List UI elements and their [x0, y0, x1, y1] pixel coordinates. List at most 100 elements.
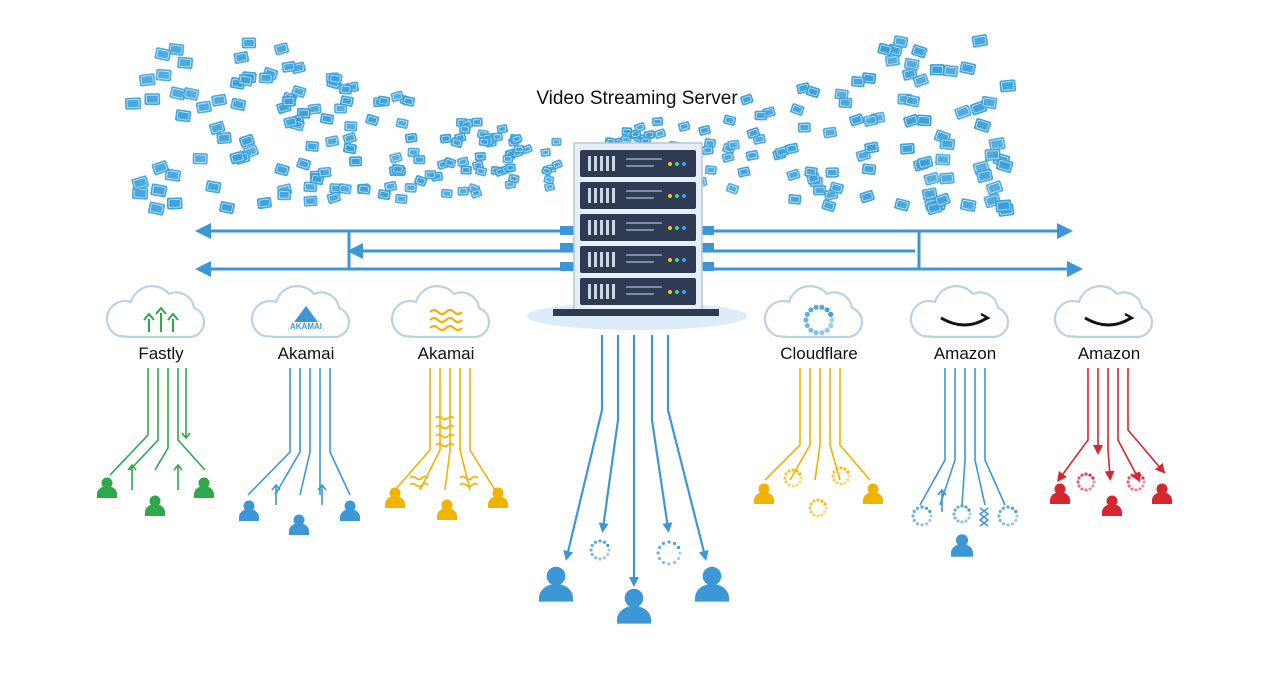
provider-akamai-3: Akamai — [390, 285, 491, 363]
packet — [551, 137, 562, 146]
packet — [988, 137, 1006, 151]
server-unit — [580, 182, 696, 209]
packet — [721, 151, 735, 163]
loading-spinner-icon — [952, 504, 972, 524]
packet — [678, 121, 691, 132]
cloud-icon — [105, 285, 206, 339]
packet — [326, 191, 342, 204]
packet — [804, 166, 818, 178]
packet — [620, 135, 632, 145]
user-icon — [437, 499, 457, 520]
video-streaming-server — [527, 142, 747, 330]
packet — [633, 122, 646, 133]
packet — [916, 155, 934, 170]
packet — [911, 44, 928, 59]
user-icon — [1050, 483, 1070, 504]
user-icon — [1102, 495, 1122, 516]
packet — [973, 118, 992, 133]
packet — [825, 167, 839, 178]
packet — [654, 128, 667, 139]
provider-label: Amazon — [1078, 344, 1140, 363]
packet — [929, 64, 945, 76]
packet — [475, 165, 488, 177]
loading-spinner-icon — [911, 505, 933, 527]
packet — [754, 110, 768, 121]
packet — [975, 168, 994, 184]
packet — [151, 160, 170, 176]
packet — [984, 148, 1001, 162]
packet — [259, 72, 274, 84]
packet — [934, 192, 951, 208]
packet — [544, 182, 555, 192]
packet — [325, 135, 340, 148]
packet — [698, 125, 711, 136]
server-unit — [580, 214, 696, 241]
packet — [377, 189, 391, 201]
packet — [147, 201, 166, 216]
packet — [291, 84, 307, 99]
packet — [995, 158, 1014, 174]
fastly-distribution — [97, 368, 214, 516]
packet — [942, 64, 959, 78]
packet — [144, 93, 161, 106]
packet — [722, 114, 737, 126]
packet — [303, 195, 318, 207]
server-unit — [580, 246, 696, 273]
packet — [402, 95, 416, 107]
packet — [150, 183, 168, 198]
user-icon — [695, 566, 729, 602]
packet — [551, 159, 563, 170]
akamai-distribution-1 — [239, 368, 360, 535]
loading-spinner-icon — [589, 539, 611, 561]
packet — [999, 79, 1017, 93]
packet — [457, 186, 469, 196]
packet — [746, 127, 761, 139]
packet — [850, 76, 866, 88]
packet — [470, 187, 483, 199]
akamai-logo-icon: AKAMAI — [288, 306, 324, 331]
provider-label: Cloudflare — [780, 344, 858, 363]
packet — [704, 165, 717, 175]
packet — [812, 185, 827, 196]
provider-label: Amazon — [934, 344, 996, 363]
direct-distribution — [539, 335, 729, 624]
packet — [904, 94, 921, 108]
loading-spinner-icon — [1076, 472, 1096, 492]
diagram-title: Video Streaming Server — [536, 88, 738, 109]
packet — [154, 47, 172, 62]
packet — [959, 198, 977, 212]
packet — [458, 124, 472, 135]
user-icon — [340, 500, 360, 521]
packet — [404, 182, 417, 193]
packet — [899, 142, 915, 155]
packet — [916, 114, 932, 127]
server-unit — [580, 278, 696, 305]
packet — [328, 72, 343, 85]
packet — [939, 137, 956, 151]
packet — [737, 166, 751, 178]
loading-spinner-icon — [997, 505, 1019, 527]
packet — [508, 173, 520, 184]
amazon-smile-icon — [940, 312, 991, 327]
provider-fastly-1: Fastly — [105, 285, 206, 363]
packet — [439, 133, 452, 144]
packet — [541, 166, 553, 176]
packet — [863, 114, 879, 127]
packet — [903, 57, 920, 71]
packet — [935, 153, 951, 166]
svg-text:AKAMAI: AKAMAI — [290, 322, 322, 331]
cloud-icon — [390, 285, 491, 339]
packet — [394, 193, 408, 205]
packet — [192, 152, 208, 165]
packet — [821, 199, 837, 213]
packet — [377, 95, 391, 107]
packet — [939, 172, 955, 185]
packet — [502, 154, 514, 164]
packet — [877, 42, 894, 57]
packet — [337, 183, 352, 195]
packet — [404, 132, 418, 144]
upload-arrows-icon — [143, 306, 179, 332]
packet — [985, 180, 1004, 196]
packet — [274, 163, 290, 177]
